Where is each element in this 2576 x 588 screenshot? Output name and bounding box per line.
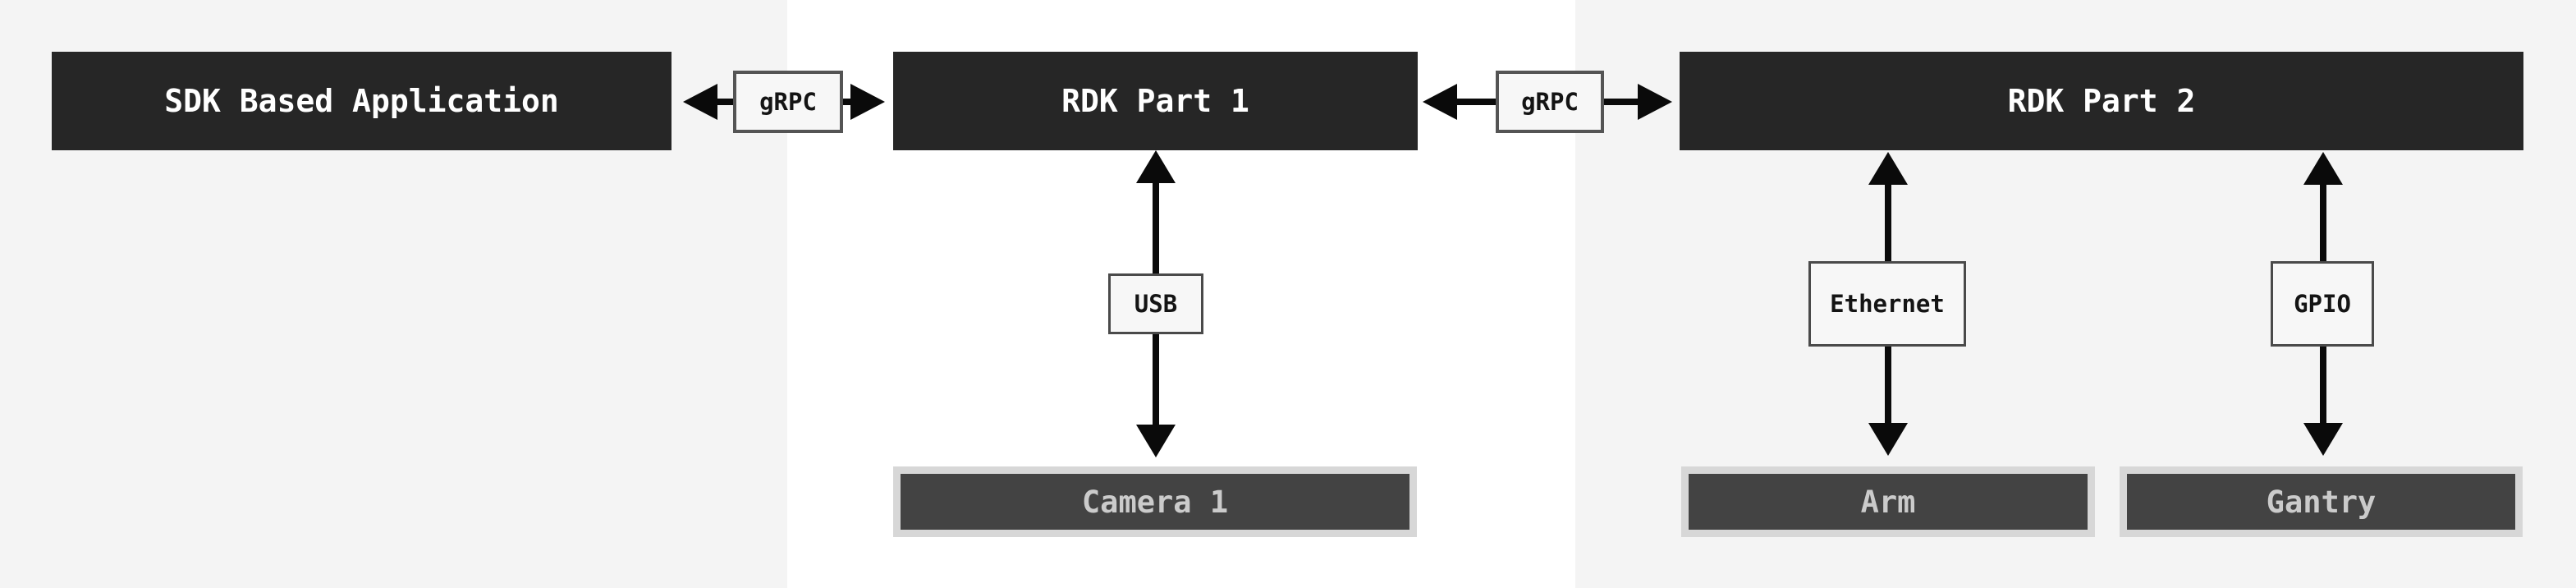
arrowhead-up-icon <box>2303 152 2343 185</box>
edge-line <box>2320 181 2326 263</box>
node-label: Arm <box>1860 484 1916 520</box>
edge-label-text: Ethernet <box>1830 290 1945 318</box>
arrowhead-left-icon <box>683 84 717 120</box>
edge-label-gpio: GPIO <box>2271 261 2374 347</box>
node-rdk-part-1: RDK Part 1 <box>893 52 1418 150</box>
node-arm: Arm <box>1689 474 2088 530</box>
node-label: SDK Based Application <box>164 83 559 119</box>
edge-line <box>713 99 736 105</box>
edge-line <box>1885 345 1891 426</box>
edge-label-grpc-1: gRPC <box>733 71 843 133</box>
node-label: Gantry <box>2266 484 2377 520</box>
edge-line <box>1602 99 1640 105</box>
node-camera-1-frame: Camera 1 <box>893 466 1417 537</box>
edge-label-text: gRPC <box>759 88 817 116</box>
node-gantry: Gantry <box>2127 474 2515 530</box>
arrowhead-down-icon <box>2303 423 2343 456</box>
arrowhead-down-icon <box>1868 423 1908 456</box>
node-label: Camera 1 <box>1081 484 1229 520</box>
edge-label-grpc-2: gRPC <box>1496 71 1604 133</box>
edge-label-text: gRPC <box>1521 88 1579 116</box>
arrowhead-right-icon <box>850 84 885 120</box>
edge-line <box>840 99 856 105</box>
edge-label-text: USB <box>1134 290 1178 318</box>
edge-label-usb: USB <box>1108 273 1203 334</box>
node-sdk-based-application: SDK Based Application <box>52 52 672 150</box>
arrowhead-up-icon <box>1136 150 1176 183</box>
arrowhead-right-icon <box>1638 84 1672 120</box>
edge-label-text: GPIO <box>2294 290 2351 318</box>
edge-line <box>1453 99 1497 105</box>
edge-line <box>1885 181 1891 263</box>
edge-line <box>1153 333 1159 428</box>
edge-line <box>1153 179 1159 275</box>
arrowhead-left-icon <box>1423 84 1457 120</box>
edge-label-ethernet: Ethernet <box>1808 261 1966 347</box>
node-gantry-frame: Gantry <box>2120 466 2523 537</box>
node-rdk-part-2: RDK Part 2 <box>1680 52 2523 150</box>
node-camera-1: Camera 1 <box>901 474 1409 530</box>
arrowhead-up-icon <box>1868 152 1908 185</box>
node-label: RDK Part 2 <box>2007 83 2196 119</box>
node-arm-frame: Arm <box>1681 466 2095 537</box>
edge-line <box>2320 345 2326 426</box>
arrowhead-down-icon <box>1136 425 1176 457</box>
node-label: RDK Part 1 <box>1061 83 1249 119</box>
